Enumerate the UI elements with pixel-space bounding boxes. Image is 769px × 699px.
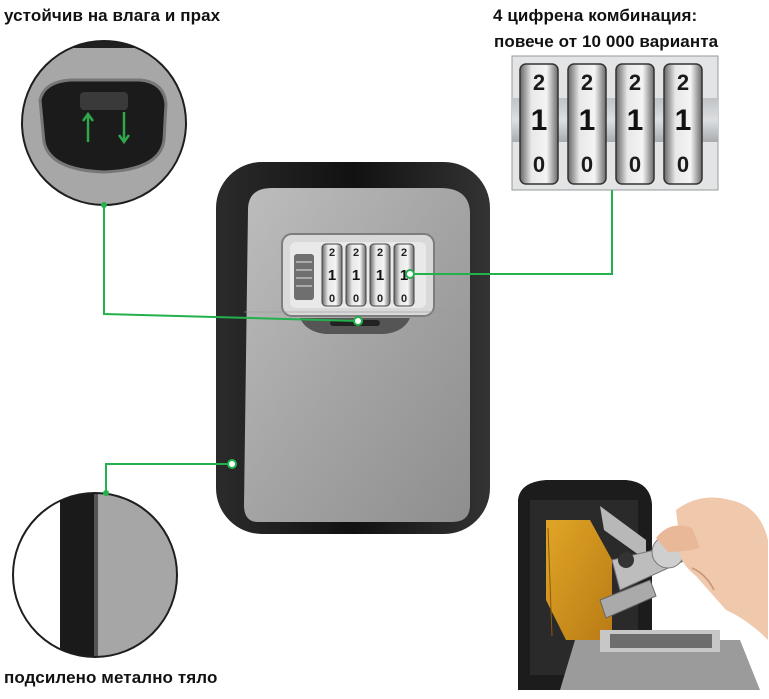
main-dial-2-top: 2: [353, 247, 359, 259]
main-dials: 2 2 2 2 1 1 1 1 0 0 0 0: [321, 243, 415, 307]
zoom-weatherproof: [21, 40, 187, 208]
card-image: [546, 520, 612, 640]
main-dial-1-mid: 1: [328, 267, 336, 284]
combination-label-line1: 4 цифрена комбинация:: [493, 6, 698, 25]
main-dial-2-mid: 1: [352, 267, 360, 284]
main-dial-4-top: 2: [401, 247, 407, 259]
main-dial-3-top: 2: [377, 247, 383, 259]
zoom-dial-3-bot: 0: [629, 152, 641, 177]
zoom-dial-4-bot: 0: [677, 152, 689, 177]
zoom-dial-1-bot: 0: [533, 152, 545, 177]
lockbox-main: 2 2 2 2 1 1 1 1 0 0 0 0: [216, 162, 490, 534]
weatherproof-label: устойчив на влага и прах: [4, 6, 221, 25]
main-dial-2-bot: 0: [353, 293, 359, 305]
zoom-dial-3-mid: 1: [627, 104, 644, 137]
zoom-dial-2-bot: 0: [581, 152, 593, 177]
main-dial-3-bot: 0: [377, 293, 383, 305]
zoom-dial-4-top: 2: [677, 70, 689, 95]
zoom-metal-body: [12, 490, 178, 658]
main-dial-1-bot: 0: [329, 293, 335, 305]
zoom-dials: 2 2 2 2 1 1 1 1 0 0 0 0: [511, 55, 719, 191]
metal-body-label: подсилено метално тяло: [4, 668, 218, 687]
zoom-dial-4-mid: 1: [675, 104, 692, 137]
main-dial-4-bot: 0: [401, 293, 407, 305]
main-dial-3-mid: 1: [376, 267, 384, 284]
open-box-photo: [518, 480, 768, 690]
main-dial-1-top: 2: [329, 247, 335, 259]
zoom-dial-3-top: 2: [629, 70, 641, 95]
callout-lines: [103, 190, 613, 493]
hand-image: [676, 497, 768, 640]
zoom-dial-2-top: 2: [581, 70, 593, 95]
combination-label-line2: повече от 10 000 варианта: [494, 32, 719, 51]
zoom-dial-2-mid: 1: [579, 104, 596, 137]
zoom-dial-1-top: 2: [533, 70, 545, 95]
zoom-dial-1-mid: 1: [531, 104, 548, 137]
main-dial-4-mid: 1: [400, 267, 408, 284]
